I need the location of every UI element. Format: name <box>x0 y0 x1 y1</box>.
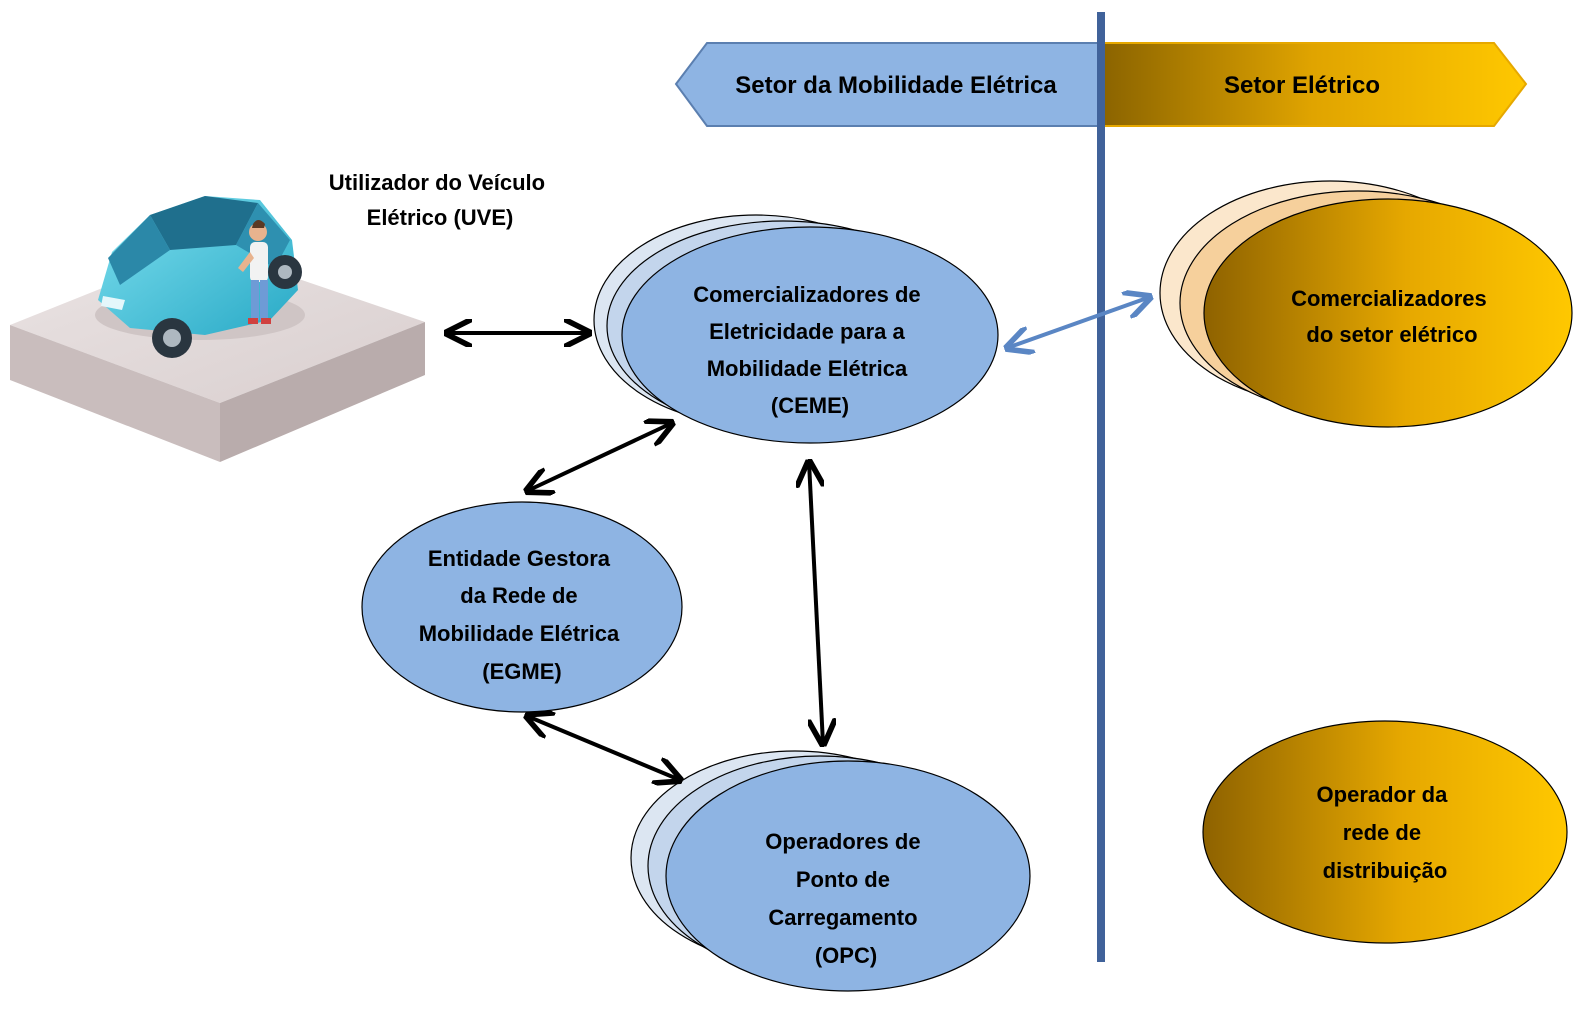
ceme-egme-arrow <box>527 423 672 491</box>
dso-node: Operador da rede de distribuição <box>1202 720 1568 944</box>
retailers-label: Comercializadores do setor elétrico <box>1291 286 1493 347</box>
mobility-sector-banner: Setor da Mobilidade Elétrica <box>674 42 1101 127</box>
egme-label: Entidade Gestora da Rede de Mobilidade E… <box>419 546 626 684</box>
retailers-node: Comercializadores do setor elétrico <box>1159 180 1573 428</box>
electric-sector-label: Setor Elétrico <box>1224 72 1380 99</box>
egme-opc-arrow <box>527 716 680 780</box>
ceme-retailers-arrow <box>1007 297 1150 348</box>
opc-node: Operadores de Ponto de Carregamento (OPC… <box>630 750 1031 992</box>
ceme-opc-arrow <box>809 462 823 744</box>
uve-label: Utilizador do Veículo Elétrico (UVE) <box>329 170 551 230</box>
mobility-sector-label: Setor da Mobilidade Elétrica <box>735 72 1057 99</box>
dso-label: Operador da rede de distribuição <box>1317 782 1454 883</box>
vehicle-icon <box>10 196 425 462</box>
ceme-node: Comercializadores de Eletricidade para a… <box>593 214 999 444</box>
egme-node: Entidade Gestora da Rede de Mobilidade E… <box>361 501 683 713</box>
ceme-label: Comercializadores de Eletricidade para a… <box>693 282 927 418</box>
electric-sector-banner: Setor Elétrico <box>1099 42 1528 127</box>
opc-label: Operadores de Ponto de Carregamento (OPC… <box>765 829 926 968</box>
